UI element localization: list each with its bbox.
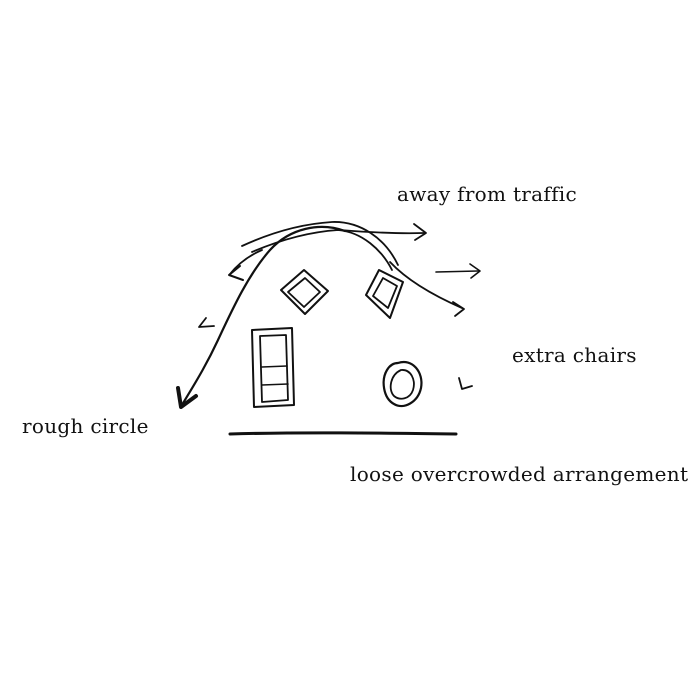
- traffic-arrowhead-1: [413, 223, 427, 241]
- left-chair-tick: [198, 317, 215, 328]
- label-rough-circle: rough circle: [22, 414, 149, 438]
- armchair-right: [365, 269, 404, 319]
- ink-strokes: [176, 221, 481, 436]
- rough-circle-arrowhead: [176, 386, 198, 409]
- sofa: [251, 327, 295, 408]
- label-away-from-traffic: away from traffic: [397, 182, 577, 206]
- traffic-arrow-3: [389, 261, 463, 309]
- traffic-arrowhead-2: [469, 263, 481, 279]
- top-arc-outer: [241, 221, 399, 266]
- traffic-arrowhead-3: [452, 301, 465, 317]
- top-arc-inner: [251, 229, 393, 271]
- traffic-arrow-2: [435, 270, 479, 273]
- label-loose-arrangement: loose overcrowded arrangement: [350, 462, 689, 486]
- label-extra-chairs: extra chairs: [512, 343, 637, 367]
- arrangement-underline: [228, 431, 458, 436]
- rough-circle-stroke: [180, 225, 347, 407]
- top-left-arrowhead: [228, 265, 244, 281]
- traffic-arrow-1: [339, 229, 425, 235]
- armchair-left: [280, 269, 329, 315]
- round-chair: [382, 360, 423, 408]
- right-chair-tick: [458, 377, 473, 390]
